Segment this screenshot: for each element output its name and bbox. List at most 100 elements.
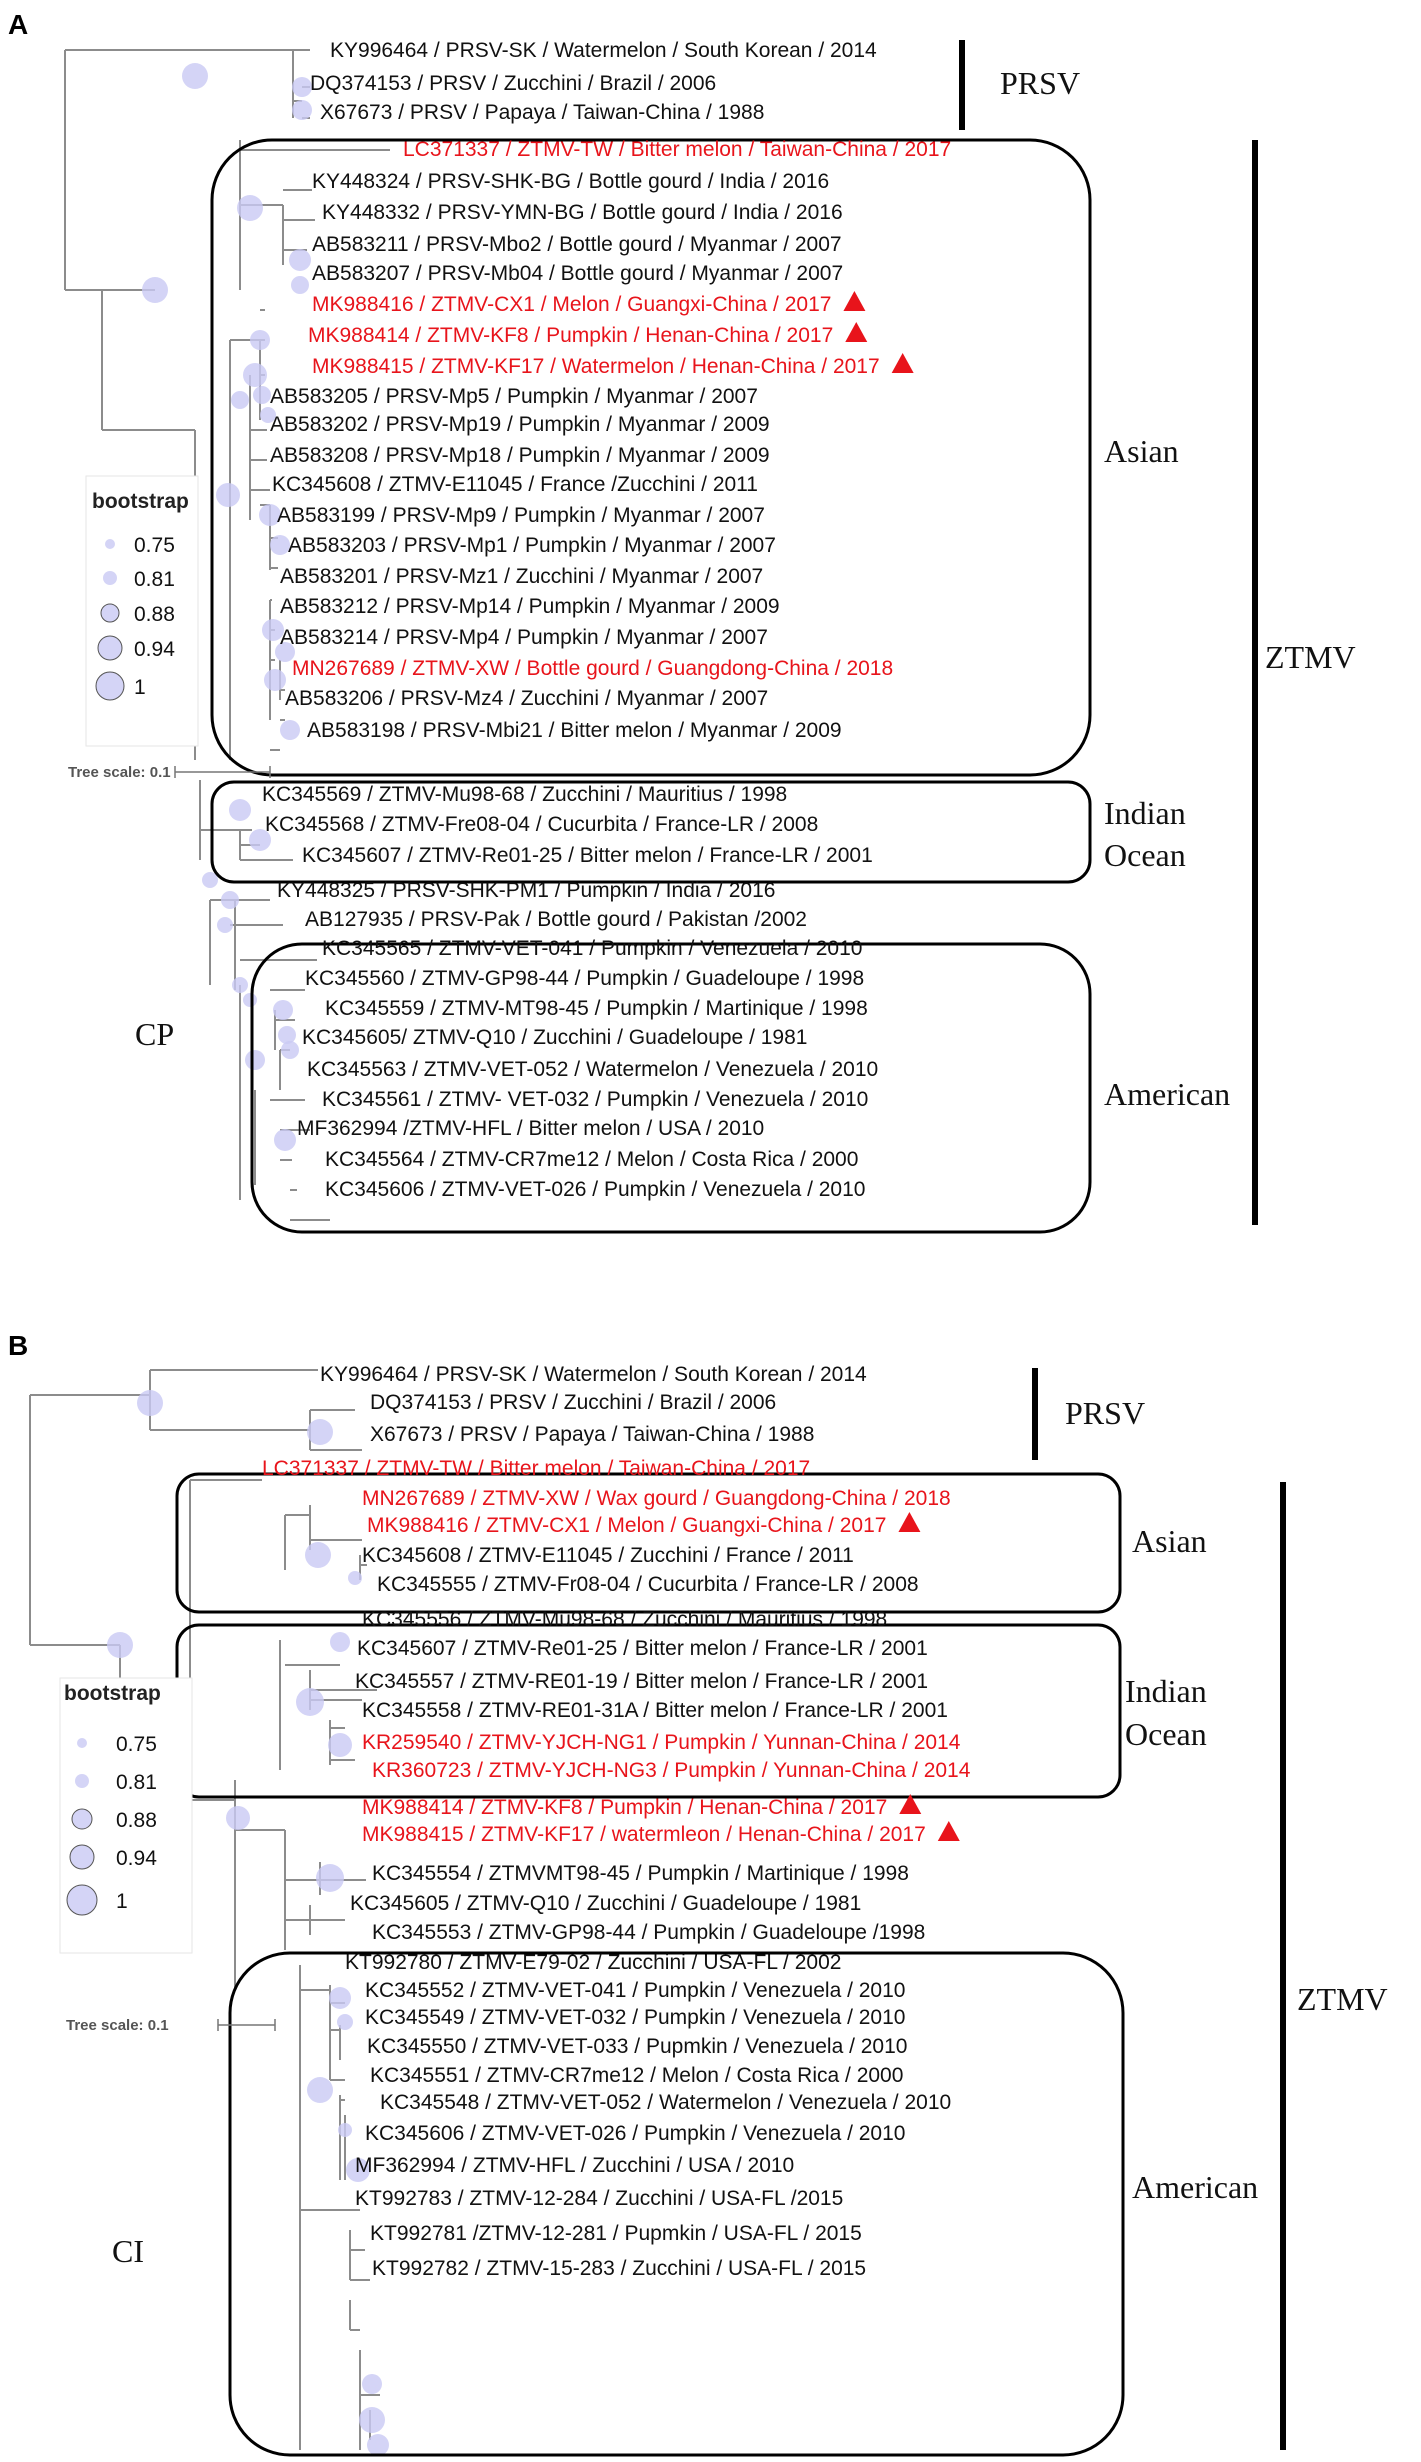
panel-b-tree bbox=[29, 1369, 389, 2456]
panel-b-taxon-label: KC345552 / ZTMV-VET-041 / Pumpkin / Vene… bbox=[365, 1979, 905, 2002]
panel-a-taxon-label: KC345559 / ZTMV-MT98-45 / Pumpkin / Mart… bbox=[325, 997, 868, 1020]
panel-b-taxon-label: LC371337 / ZTMV-TW / Bitter melon / Taiw… bbox=[262, 1457, 810, 1480]
panel-a-taxon-label: KC345563 / ZTMV-VET-052 / Watermelon / V… bbox=[307, 1058, 878, 1081]
panel-b-taxon-label: KC345607 / ZTMV-Re01-25 / Bitter melon /… bbox=[357, 1637, 928, 1660]
panel-a-taxon-label: AB583212 / PRSV-Mp14 / Pumpkin / Myanmar… bbox=[280, 595, 780, 618]
panel-a-taxon-label: KC345569 / ZTMV-Mu98-68 / Zucchini / Mau… bbox=[262, 783, 787, 806]
panel-b-taxon-label: KC345554 / ZTMVMT98-45 / Pumpkin / Marti… bbox=[372, 1862, 909, 1885]
panel-a-taxon-label: AB583202 / PRSV-Mp19 / Pumpkin / Myanmar… bbox=[270, 413, 770, 436]
ocean-label-a: Ocean bbox=[1104, 837, 1186, 873]
american-clade-box-b bbox=[228, 1951, 1125, 2457]
asian-clade-box-b bbox=[175, 1472, 1122, 1614]
legend-075-b: 0.75 bbox=[116, 1733, 157, 1756]
asian-label-a: Asian bbox=[1104, 433, 1179, 469]
panel-a-taxon-label: AB583208 / PRSV-Mp18 / Pumpkin / Myanmar… bbox=[270, 444, 770, 467]
legend-094-b: 0.94 bbox=[116, 1847, 157, 1870]
panel-a-taxon-label: KC345605/ ZTMV-Q10 / Zucchini / Guadelou… bbox=[302, 1026, 807, 1049]
panel-b-taxon-label: KC345556 / ZTMV-Mu98-68 / Zucchini / Mau… bbox=[362, 1608, 887, 1631]
panel-a-taxon-label: KC345606 / ZTMV-VET-026 / Pumpkin / Vene… bbox=[325, 1178, 865, 1201]
legend-081-b: 0.81 bbox=[116, 1771, 157, 1794]
panel-a-taxon-label: MF362994 /ZTMV-HFL / Bitter melon / USA … bbox=[297, 1117, 764, 1140]
asian-clade-box-a bbox=[210, 138, 1092, 777]
ztmv-label-b: ZTMV bbox=[1297, 1981, 1388, 2017]
prsv-label-a: PRSV bbox=[1000, 65, 1080, 101]
cp-label-a: CP bbox=[135, 1016, 174, 1052]
panel-b-taxon-label: MN267689 / ZTMV-XW / Wax gourd / Guangdo… bbox=[362, 1487, 951, 1510]
american-clade-box-a bbox=[250, 942, 1092, 1234]
panel-a-taxon-label: KC345608 / ZTMV-E11045 / France /Zucchin… bbox=[272, 473, 758, 496]
panel-a-taxon-label: KY448325 / PRSV-SHK-PM1 / Pumpkin / Indi… bbox=[277, 879, 775, 902]
panel-a-taxon-label: MK988416 / ZTMV-CX1 / Melon / Guangxi-Ch… bbox=[312, 293, 831, 316]
legend-081-a: 0.81 bbox=[134, 568, 175, 591]
panel-a-taxon-label: X67673 / PRSV / Papaya / Taiwan-China / … bbox=[320, 101, 764, 124]
indian-label-b: Indian bbox=[1125, 1673, 1207, 1709]
panel-b-taxon-label: KC345548 / ZTMV-VET-052 / Watermelon / V… bbox=[380, 2091, 951, 2114]
panel-a-taxon-label: KC345564 / ZTMV-CR7me12 / Melon / Costa … bbox=[325, 1148, 858, 1171]
panel-a-taxon-label: AB583198 / PRSV-Mbi21 / Bitter melon / M… bbox=[307, 719, 842, 742]
prsv-label-b: PRSV bbox=[1065, 1395, 1145, 1431]
american-label-b: American bbox=[1132, 2169, 1258, 2205]
panel-b-taxon-label: KC345558 / ZTMV-RE01-31A / Bitter melon … bbox=[362, 1699, 948, 1722]
panel-a-taxon-label: KC345568 / ZTMV-Fre08-04 / Cucurbita / F… bbox=[265, 813, 818, 836]
panel-a-label: A bbox=[8, 9, 28, 40]
panel-b-taxon-label: MK988416 / ZTMV-CX1 / Melon / Guangxi-Ch… bbox=[367, 1514, 886, 1537]
taxa-list-b: KY996464 / PRSV-SK / Watermelon / South … bbox=[262, 1363, 971, 2280]
panel-b-triangle-marker-icon bbox=[937, 1821, 960, 1841]
panel-b-taxon-label: DQ374153 / PRSV / Zucchini / Brazil / 20… bbox=[370, 1391, 776, 1414]
panel-a-taxon-label: KC345607 / ZTMV-Re01-25 / Bitter melon /… bbox=[302, 844, 873, 867]
panel-a-taxon-label: MK988414 / ZTMV-KF8 / Pumpkin / Henan-Ch… bbox=[308, 324, 833, 347]
panel-b-taxon-label: KT992783 / ZTMV-12-284 / Zucchini / USA-… bbox=[355, 2187, 843, 2210]
panel-b-taxon-label: KC345551 / ZTMV-CR7me12 / Melon / Costa … bbox=[370, 2064, 903, 2087]
panel-b: B bbox=[8, 1330, 1388, 2457]
panel-a-taxon-label: AB583201 / PRSV-Mz1 / Zucchini / Myanmar… bbox=[280, 565, 763, 588]
panel-b-taxon-label: KR360723 / ZTMV-YJCH-NG3 / Pumpkin / Yun… bbox=[372, 1759, 971, 1782]
ci-label-b: CI bbox=[112, 2233, 144, 2269]
panel-a-taxon-label: MN267689 / ZTMV-XW / Bottle gourd / Guan… bbox=[292, 657, 893, 680]
legend-094-a: 0.94 bbox=[134, 638, 175, 661]
tree-scale-b: Tree scale: 0.1 bbox=[66, 2017, 169, 2034]
taxa-list-a: KY996464 / PRSV-SK / Watermelon / South … bbox=[262, 39, 951, 1201]
panel-a-taxon-label: AB583205 / PRSV-Mp5 / Pumpkin / Myanmar … bbox=[270, 385, 758, 408]
legend-title-b: bootstrap bbox=[64, 1682, 161, 1705]
panel-a-taxon-label: KY448324 / PRSV-SHK-BG / Bottle gourd / … bbox=[312, 170, 829, 193]
panel-b-taxon-label: KC345606 / ZTMV-VET-026 / Pumpkin / Vene… bbox=[365, 2122, 905, 2145]
panel-b-taxon-label: MK988414 / ZTMV-KF8 / Pumpkin / Henan-Ch… bbox=[362, 1796, 887, 1819]
panel-a-taxon-label: AB127935 / PRSV-Pak / Bottle gourd / Pak… bbox=[305, 908, 807, 931]
panel-a-triangle-marker-icon bbox=[845, 322, 868, 342]
panel-b-taxon-label: KC345550 / ZTMV-VET-033 / Pupmkin / Vene… bbox=[367, 2035, 907, 2058]
panel-b-taxon-label: KY996464 / PRSV-SK / Watermelon / South … bbox=[320, 1363, 867, 1386]
indian-ocean-clade-box-a bbox=[210, 780, 1092, 884]
panel-a-taxon-label: KC345560 / ZTMV-GP98-44 / Pumpkin / Guad… bbox=[305, 967, 864, 990]
panel-b-taxon-label: MF362994 / ZTMV-HFL / Zucchini / USA / 2… bbox=[355, 2154, 794, 2177]
legend-title-a: bootstrap bbox=[92, 490, 189, 513]
bootstrap-legend-a: bootstrap 0.75 0.81 0.88 0.94 1 bbox=[85, 475, 199, 747]
panel-a-taxon-label: AB583203 / PRSV-Mp1 / Pumpkin / Myanmar … bbox=[288, 534, 776, 557]
panel-a-taxon-label: AB583207 / PRSV-Mb04 / Bottle gourd / My… bbox=[312, 262, 843, 285]
panel-b-taxon-label: KT992780 / ZTMV-E79-02 / Zucchini / USA-… bbox=[345, 1951, 841, 1974]
panel-a-taxon-label: KC345561 / ZTMV- VET-032 / Pumpkin / Ven… bbox=[322, 1088, 868, 1111]
panel-b-taxon-label: KC345549 / ZTMV-VET-032 / Pumpkin / Vene… bbox=[365, 2006, 905, 2029]
panel-a-taxon-label: KC345565 / ZTMV-VET-041 / Pumpkin / Vene… bbox=[322, 937, 862, 960]
panel-a-triangle-marker-icon bbox=[843, 291, 866, 311]
legend-088-a: 0.88 bbox=[134, 603, 175, 626]
legend-088-b: 0.88 bbox=[116, 1809, 157, 1832]
legend-1-b: 1 bbox=[116, 1890, 128, 1913]
panel-b-taxon-label: KC345557 / ZTMV-RE01-19 / Bitter melon /… bbox=[355, 1670, 928, 1693]
panel-b-taxon-label: KR259540 / ZTMV-YJCH-NG1 / Pumpkin / Yun… bbox=[362, 1731, 961, 1754]
tree-scale-a: Tree scale: 0.1 bbox=[68, 764, 171, 781]
panel-a-taxon-label: DQ374153 / PRSV / Zucchini / Brazil / 20… bbox=[310, 72, 716, 95]
panel-b-taxon-label: KC345553 / ZTMV-GP98-44 / Pumpkin / Guad… bbox=[372, 1921, 925, 1944]
indian-label-a: Indian bbox=[1104, 795, 1186, 831]
panel-a-taxon-label: AB583206 / PRSV-Mz4 / Zucchini / Myanmar… bbox=[285, 687, 768, 710]
panel-a: A bbox=[8, 9, 1356, 1234]
panel-a-taxon-label: KY996464 / PRSV-SK / Watermelon / South … bbox=[330, 39, 877, 62]
panel-a-taxon-label: AB583214 / PRSV-Mp4 / Pumpkin / Myanmar … bbox=[280, 626, 768, 649]
panel-a-taxon-label: LC371337 / ZTMV-TW / Bitter melon / Taiw… bbox=[403, 138, 951, 161]
asian-label-b: Asian bbox=[1132, 1523, 1207, 1559]
legend-1-a: 1 bbox=[134, 676, 146, 699]
american-label-a: American bbox=[1104, 1076, 1230, 1112]
panel-b-taxon-label: KC345605 / ZTMV-Q10 / Zucchini / Guadelo… bbox=[350, 1892, 861, 1915]
ocean-label-b: Ocean bbox=[1125, 1716, 1207, 1752]
ztmv-label-a: ZTMV bbox=[1265, 639, 1356, 675]
